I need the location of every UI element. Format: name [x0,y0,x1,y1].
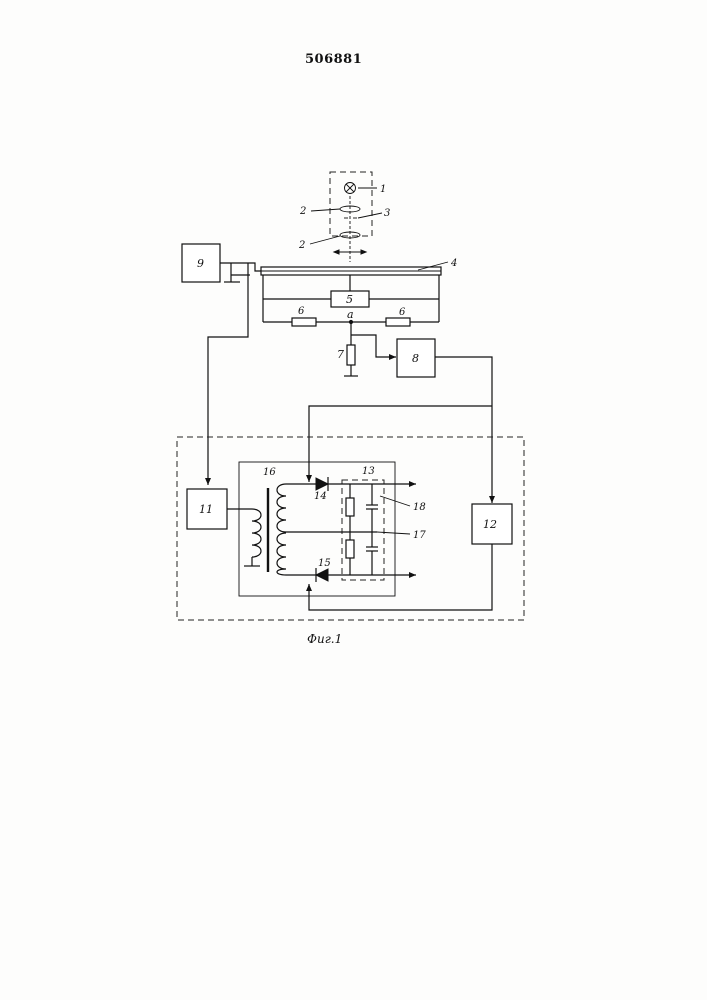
label-13: 13 [362,466,375,477]
label-9: 9 [197,257,204,270]
label-11: 11 [199,503,213,516]
leader-3 [358,213,382,218]
label-6-right: 6 [399,307,406,318]
wire-12-to-15 [309,544,492,610]
label-17: 17 [413,530,426,541]
leader-2-lower [310,236,340,244]
thyristor-15 [316,568,328,582]
label-16: 16 [263,467,276,478]
label-12: 12 [483,518,497,531]
wire-a-to-8 [351,335,396,357]
wire-8-to-14 [309,406,492,482]
label-7: 7 [337,348,344,361]
label-node-a: a [347,308,354,321]
label-5: 5 [346,293,353,306]
label-1: 1 [380,184,386,195]
filter-frame-13 [342,480,384,580]
label-4: 4 [450,258,457,269]
label-8: 8 [412,352,419,365]
label-2-lower: 2 [298,240,305,251]
scan-arrow-right [361,250,366,254]
label-6-left: 6 [298,306,305,317]
scan-arrow-left [334,250,339,254]
resistor-6-right [386,318,410,326]
label-18: 18 [413,502,426,513]
resistor-7 [347,345,355,365]
transformer-primary [252,509,261,557]
label-15: 15 [318,558,331,569]
figure-caption: Фиг.1 [307,632,342,646]
label-14: 14 [314,491,327,502]
leader-2-upper [311,209,340,211]
wire-9-to-strip [220,263,261,271]
resistor-6-left [292,318,316,326]
thyristor-14 [316,477,328,491]
wire-9-to-11 [208,263,248,485]
resistor-filter-lower [346,540,354,558]
lamp-symbol-1 [345,183,356,194]
label-2-upper: 2 [299,206,306,217]
optical-unit-frame [330,172,372,236]
leader-17 [377,532,410,534]
wire-8-to-12 [435,357,492,503]
secondary-winding-lower [277,533,286,575]
secondary-winding-upper [277,484,286,532]
label-3: 3 [384,208,390,219]
resistor-filter-upper [346,498,354,516]
